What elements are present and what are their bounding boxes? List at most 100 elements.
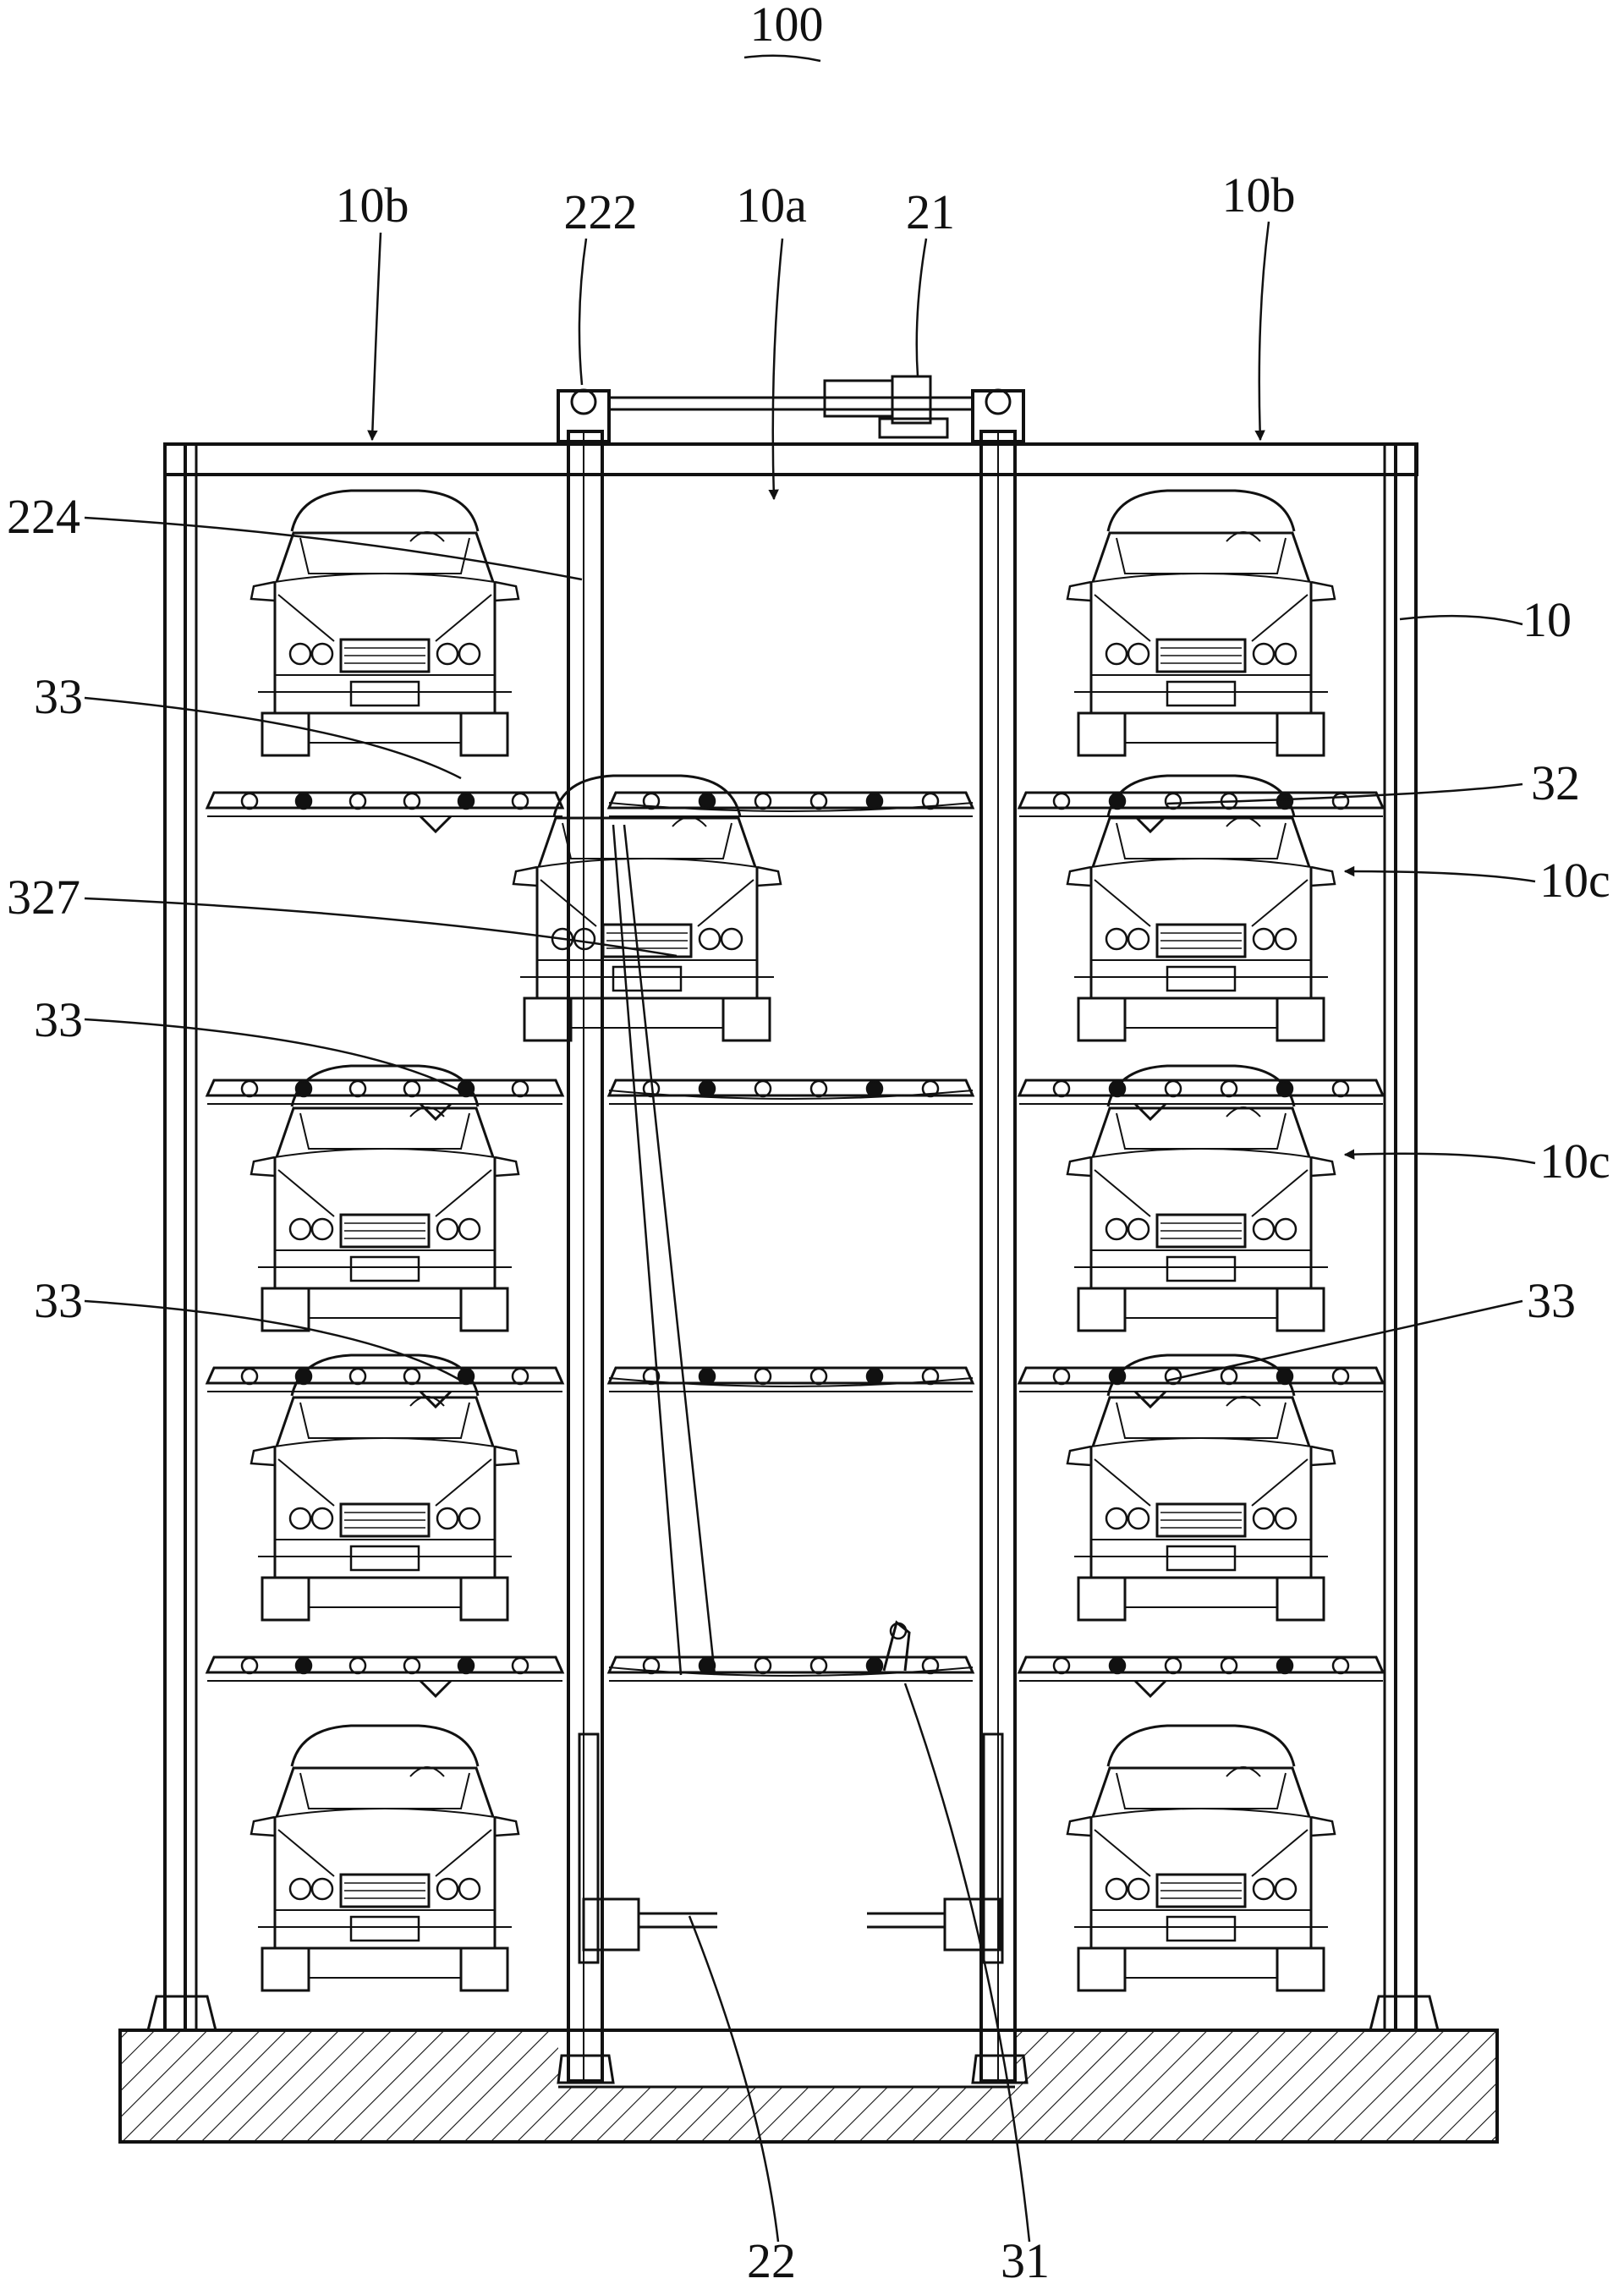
- label-327: 327: [7, 870, 80, 925]
- platform-roller: [809, 1079, 828, 1098]
- platform-roller: [865, 1367, 884, 1386]
- platform-hook: [1133, 1102, 1167, 1122]
- platform-beam: [205, 1366, 565, 1385]
- platform-beam: [606, 791, 975, 810]
- platform-roller: [457, 1079, 475, 1098]
- platform-roller: [403, 1656, 421, 1675]
- platform-roller: [921, 1079, 940, 1098]
- platform-roller: [921, 1367, 940, 1386]
- platform-beam: [606, 1655, 975, 1674]
- top-drive-unit: [557, 375, 1025, 443]
- platform-beam: [606, 1366, 975, 1385]
- label-10c-lower: 10c: [1539, 1134, 1610, 1189]
- platform-roller: [1331, 792, 1350, 810]
- platform-roller: [457, 1367, 475, 1386]
- platform-roller: [1108, 1656, 1127, 1675]
- platform-roller: [1276, 1656, 1294, 1675]
- platform-roller: [698, 1079, 716, 1098]
- platform-roller: [1220, 1656, 1238, 1675]
- platform-roller: [240, 1079, 259, 1098]
- platform-hook: [1133, 1679, 1167, 1699]
- platform-roller: [698, 1367, 716, 1386]
- platform-roller: [865, 1656, 884, 1675]
- platform-roller: [754, 792, 772, 810]
- platform-roller: [457, 792, 475, 810]
- platform-cable: [608, 1666, 974, 1677]
- ground-foundation: [118, 2029, 1499, 2144]
- frame-structure: [146, 442, 1440, 2032]
- platform-roller: [1164, 1367, 1182, 1386]
- platform-roller: [921, 1656, 940, 1675]
- center-columns: [557, 430, 1029, 2084]
- platform-cable: [608, 1090, 974, 1100]
- platform-roller: [1164, 1656, 1182, 1675]
- label-10b-right: 10b: [1222, 167, 1296, 222]
- platform-roller: [1220, 1367, 1238, 1386]
- platform-beam: [205, 1079, 565, 1097]
- parked-cars: [250, 489, 1336, 1992]
- platform-roller: [642, 792, 661, 810]
- platform-beam: [606, 1079, 975, 1097]
- platform-roller: [1052, 1367, 1071, 1386]
- label-10a: 10a: [736, 178, 807, 233]
- platform-roller: [1276, 1367, 1294, 1386]
- platform-hook: [419, 1679, 453, 1699]
- platform-roller: [511, 792, 529, 810]
- label-33-third: 33: [34, 1273, 83, 1328]
- label-222: 222: [564, 184, 638, 239]
- platform-roller: [809, 1367, 828, 1386]
- platform-roller: [1052, 1656, 1071, 1675]
- platform-roller: [457, 1656, 475, 1675]
- label-33-right: 33: [1527, 1273, 1576, 1328]
- leader-lines: [84, 54, 1536, 2243]
- platform-roller: [348, 1656, 367, 1675]
- platform-cable: [608, 802, 974, 812]
- platform-roller: [754, 1656, 772, 1675]
- platform-roller: [1108, 1367, 1127, 1386]
- platform-roller: [511, 1656, 529, 1675]
- platform-roller: [1164, 1079, 1182, 1098]
- label-22: 22: [747, 2233, 796, 2284]
- platform-roller: [1108, 792, 1127, 810]
- platform-roller: [403, 1079, 421, 1098]
- platform-beam: [1017, 1655, 1385, 1674]
- platform-hook: [1133, 1390, 1167, 1409]
- platform-roller: [240, 1367, 259, 1386]
- platform-roller: [1331, 1656, 1350, 1675]
- reference-labels: 100 10b 222 10a 21 10b 224 10 33 32 327 …: [7, 0, 1610, 2284]
- platform-roller: [1052, 1079, 1071, 1098]
- platform-roller: [1276, 792, 1294, 810]
- platform-roller: [809, 792, 828, 810]
- platform-roller: [698, 792, 716, 810]
- platform-roller: [865, 1079, 884, 1098]
- label-32: 32: [1531, 755, 1580, 810]
- platform-roller: [294, 1367, 313, 1386]
- platform-beam: [205, 1655, 565, 1674]
- platform-roller: [348, 1079, 367, 1098]
- platform-roller: [865, 792, 884, 810]
- platform-roller: [754, 1079, 772, 1098]
- platform-roller: [1331, 1367, 1350, 1386]
- label-33-first: 33: [34, 669, 83, 724]
- platform-beam: [1017, 1079, 1385, 1097]
- platform-roller: [1331, 1079, 1350, 1098]
- platform-beam: [1017, 791, 1385, 810]
- platform-roller: [1164, 792, 1182, 810]
- platform-roller: [348, 1367, 367, 1386]
- platform-hook: [419, 815, 453, 834]
- platform-roller: [511, 1367, 529, 1386]
- label-21: 21: [906, 184, 955, 239]
- platform-roller: [1276, 1079, 1294, 1098]
- label-31: 31: [1001, 2233, 1050, 2284]
- platform-roller: [348, 792, 367, 810]
- platform-beam: [205, 791, 565, 810]
- platform-roller: [294, 1079, 313, 1098]
- platform-roller: [1220, 1079, 1238, 1098]
- platform-roller: [754, 1367, 772, 1386]
- platform-hook: [1133, 815, 1167, 834]
- platform-roller: [921, 792, 940, 810]
- platform-beam: [1017, 1366, 1385, 1385]
- label-100: 100: [750, 0, 824, 52]
- label-10: 10: [1522, 592, 1572, 647]
